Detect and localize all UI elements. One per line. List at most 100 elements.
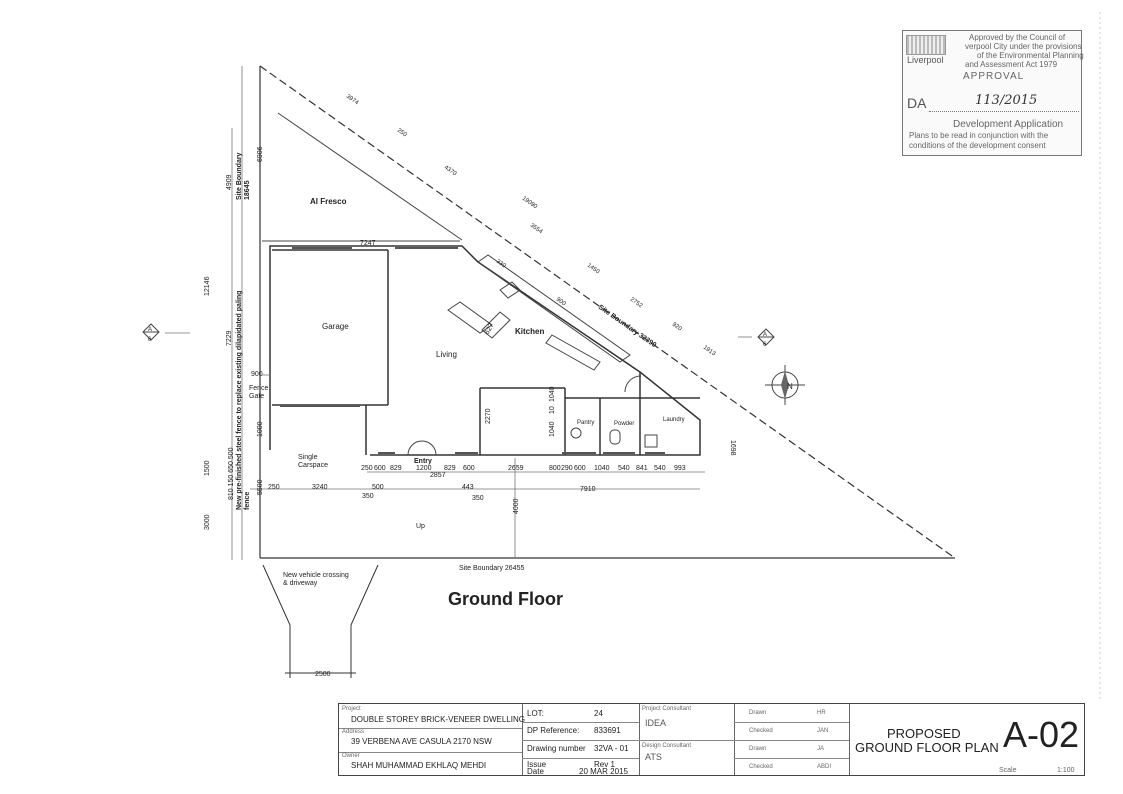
label-pantry: Pantry [577, 420, 594, 426]
dimension-lines [165, 66, 752, 560]
tb-date: 20 MAR 2015 [579, 767, 628, 776]
title-block: Project DOUBLE STOREY BRICK-VENEER DWELL… [338, 703, 1085, 776]
dim-diag-10: 900 [555, 297, 567, 308]
stamp-note2: conditions of the development consent [909, 141, 1046, 150]
kitchen-benches [447, 254, 658, 448]
tb-drawing: 32VA - 01 [594, 744, 629, 753]
stamp-dev-app: Development Application [953, 119, 1064, 130]
site-boundary [259, 65, 956, 559]
dim-row2-4: 443 [462, 484, 474, 491]
dim-diag-9: 330 [495, 259, 507, 270]
dim-row1-7: 800 [549, 465, 561, 472]
tb-lot: 24 [594, 709, 603, 718]
stamp-line2: verpool City under the provisions [965, 42, 1082, 51]
tb-drawn-label: Drawn [749, 710, 767, 716]
dim-row2-0: 250 [268, 484, 280, 491]
dim-left-1: 4909 [226, 174, 233, 190]
dim-diag-8: 1913 [702, 345, 717, 358]
label-garage: Garage [322, 322, 349, 331]
label-up: Up [416, 523, 425, 530]
tb-drawn2-label: Drawn [749, 746, 767, 752]
label-kitchen: Kitchen [515, 327, 544, 336]
dim-left-2: 12146 [204, 276, 211, 296]
al-fresco-edge [277, 112, 463, 241]
dim-row1-9: 600 [574, 465, 586, 472]
dim-left-6: 810 150 650 500 [228, 447, 235, 500]
dim-row1-1: 600 [374, 465, 386, 472]
dim-misc-2: 1698 [729, 440, 736, 456]
tb-checked-label: Checked [749, 728, 773, 734]
tb-sheet-title2: GROUND FLOOR PLAN [855, 740, 999, 755]
label-al-fresco: Al Fresco [310, 197, 347, 206]
tb-checked: JAN [817, 728, 829, 734]
tb-checked2-label: Checked [749, 764, 773, 770]
section-mark-text: 6 [148, 337, 152, 343]
label-powder: Powder [614, 421, 634, 427]
dim-misc-7: 627 [484, 322, 496, 336]
dim-row1-8: 290 [561, 465, 573, 472]
section-mark-text: 6 [763, 342, 767, 348]
tb-drawing-label: Drawing number [527, 744, 586, 753]
section-marker-left [142, 323, 160, 341]
dim-left-4: 1500 [204, 460, 211, 476]
boundary-labels: Site Boundary18645 Site Boundary 32390 S… [236, 152, 657, 572]
dim-row2-2: 500 [372, 484, 384, 491]
dim-diag-0: 3974 [345, 94, 360, 107]
dim-row2-7: 350 [472, 495, 484, 502]
dim-diag-1: 250 [396, 128, 408, 139]
stamp-da-number: 113/2015 [975, 93, 1038, 108]
dim-diag-5: 1450 [586, 263, 601, 276]
tb-design-label: Design Consultant [642, 743, 692, 749]
tb-project-label: Project [342, 706, 361, 712]
dim-row1-0: 250 [361, 465, 373, 472]
stamp-approval: APPROVAL [963, 71, 1025, 82]
tb-consultant-label: Project Consultant [642, 706, 692, 712]
dim-row1-4: 829 [444, 465, 456, 472]
dim-row1-11: 540 [618, 465, 630, 472]
dim-misc-1: 4000 [513, 498, 520, 514]
tb-dp-label: DP Reference: [527, 726, 580, 735]
dim-row2-3: 2857 [430, 472, 446, 479]
stamp-da-label: DA [907, 95, 927, 111]
tb-owner: SHAH MUHAMMAD EKHLAQ MEHDI [351, 761, 487, 770]
dim-misc-4: 10 [549, 406, 556, 414]
dim-left-0: 6906 [257, 146, 264, 162]
stamp-da-line [929, 111, 1079, 112]
tb-address: 39 VERBENA AVE CASULA 2170 NSW [351, 737, 492, 746]
tb-issue: Rev 1 [594, 760, 615, 769]
dim-misc-6: 2270 [485, 408, 492, 424]
section-mark-text: A [148, 327, 152, 333]
dim-row1-2: 829 [390, 465, 402, 472]
tb-checked2: ABDI [817, 764, 832, 770]
house-walls [269, 245, 701, 456]
windows [280, 247, 665, 454]
dim-misc-8: 2500 [315, 671, 331, 678]
tb-dp: 833691 [594, 726, 621, 735]
label-living: Living [436, 350, 457, 359]
stamp-line3: of the Environmental Planning [977, 51, 1084, 60]
tb-scale: 1:100 [1057, 767, 1075, 774]
dim-diag-7: 920 [671, 322, 683, 333]
tb-drawn2: JA [817, 746, 825, 752]
dim-row1-5: 600 [463, 465, 475, 472]
dim-misc-3: 1040 [549, 421, 556, 437]
tb-sheet-no: A-02 [1003, 714, 1080, 755]
dim-row1-10: 1040 [594, 465, 610, 472]
tb-date-label: Date [527, 767, 544, 776]
driveway [262, 564, 379, 678]
stamp-line1: Approved by the Council of [969, 33, 1066, 42]
label-diagonal-boundary: Site Boundary 32390 [597, 304, 658, 349]
tb-address-label: Address [342, 729, 365, 735]
council-logo [906, 35, 946, 55]
tb-project: DOUBLE STOREY BRICK-VENEER DWELLING [351, 715, 525, 724]
dim-diag-3: 19090 [521, 196, 539, 211]
dim-row1-13: 540 [654, 465, 666, 472]
council-approval-stamp: Liverpool Approved by the Council of ver… [902, 30, 1084, 156]
section-mark-text: A [763, 332, 767, 338]
tb-design: ATS [645, 752, 662, 762]
